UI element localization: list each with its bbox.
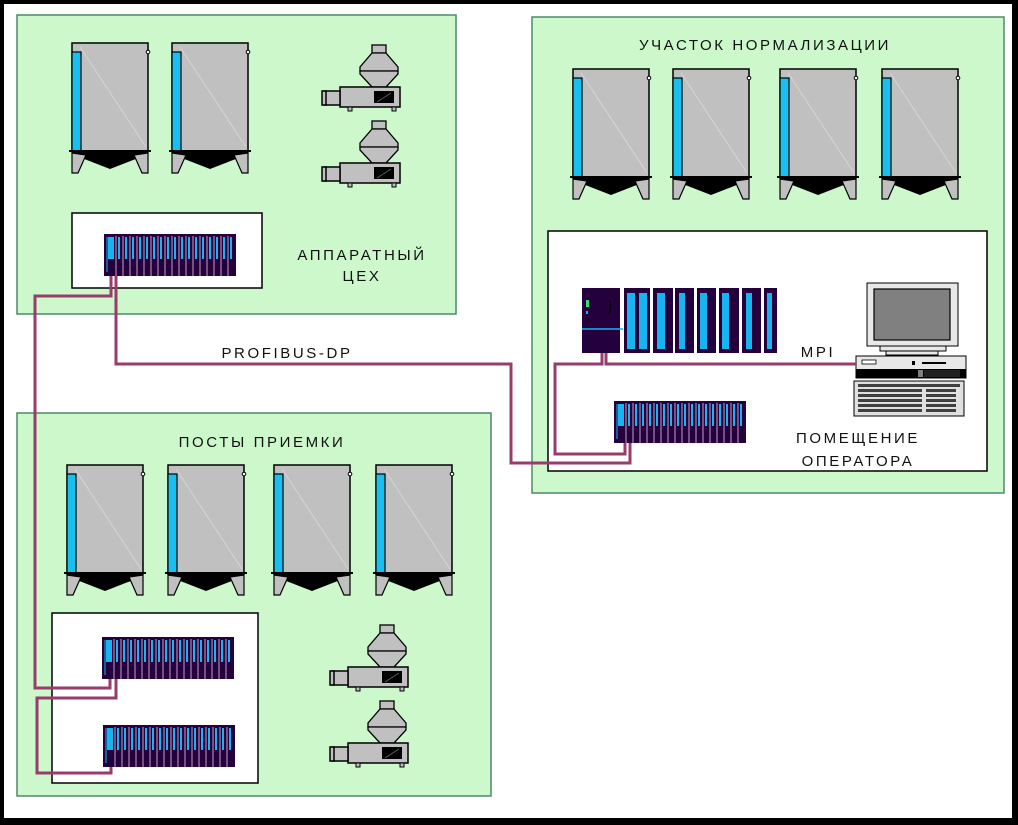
zone-apparatus-shop: АППАРАТНЫЙ ЦЕХ	[16, 14, 457, 315]
tank-icon	[776, 68, 860, 200]
zone-title-line2: ЦЕХ	[343, 268, 382, 285]
zone-title-line1: АППАРАТНЫЙ	[297, 246, 426, 264]
tank-icon	[164, 464, 248, 596]
room-title-line1: ПОМЕЩЕНИЕ	[796, 430, 920, 447]
mpi-label: MPI	[801, 344, 835, 361]
room-title-line2: ОПЕРАТОРА	[802, 453, 915, 470]
tank-icon	[168, 42, 252, 174]
plc-controller-icon	[582, 288, 777, 353]
zone-title: УЧАСТОК НОРМАЛИЗАЦИИ	[639, 37, 891, 54]
io-rack-icon	[103, 233, 237, 277]
operator-room: ПОМЕЩЕНИЕ ОПЕРАТОРА	[547, 230, 988, 472]
operator-pc-icon	[853, 282, 967, 417]
tank-icon	[372, 464, 456, 596]
mpi-cable[interactable]	[604, 353, 856, 366]
tank-icon	[63, 464, 147, 596]
tank-icon	[878, 68, 962, 200]
io-rack-icon	[101, 636, 235, 680]
tank-icon	[270, 464, 354, 596]
tank-icon	[669, 68, 753, 200]
zone-title: ПОСТЫ ПРИЕМКИ	[179, 434, 346, 451]
zone-normalization-area: УЧАСТОК НОРМАЛИЗАЦИИ	[531, 16, 1005, 494]
io-rack-icon	[613, 400, 747, 444]
profibus-dp-cable[interactable]	[33, 276, 632, 775]
tank-icon	[569, 68, 653, 200]
tank-icon	[68, 42, 152, 174]
profibus-dp-label: PROFIBUS-DP	[221, 345, 352, 362]
zone-receiving-posts: ПОСТЫ ПРИЕМКИ	[16, 412, 492, 797]
io-rack-icon	[102, 724, 236, 768]
